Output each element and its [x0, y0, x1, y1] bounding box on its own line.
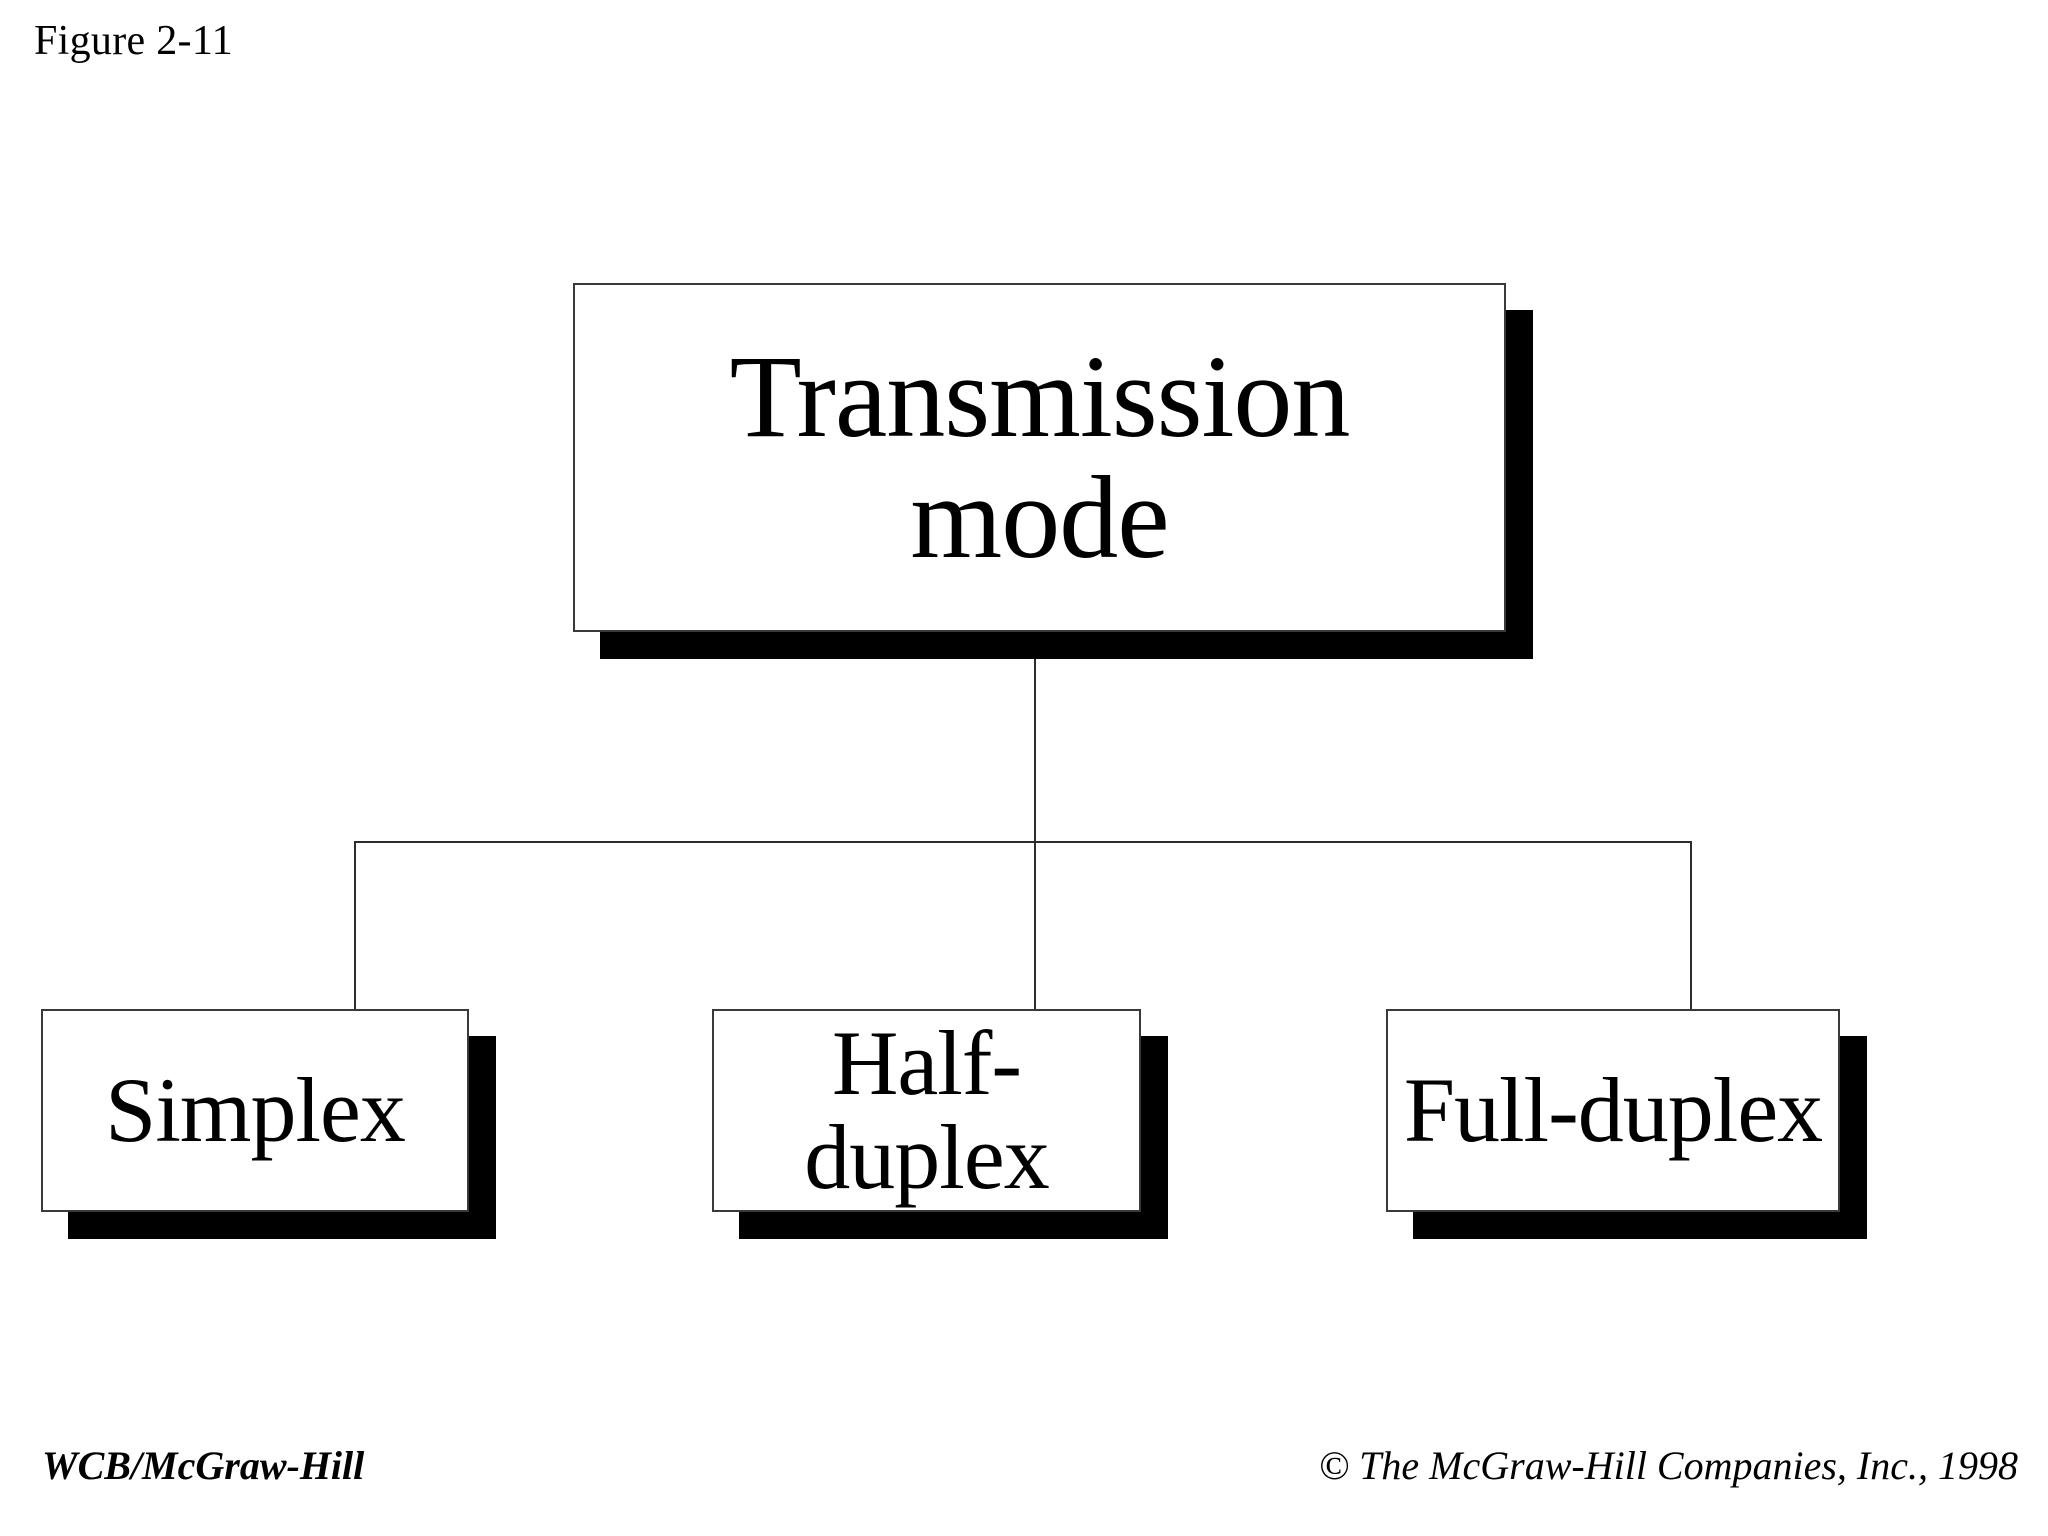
node-face: Half-duplex	[712, 1009, 1141, 1212]
connector-drop-simplex	[354, 841, 356, 1011]
node-full-duplex: Full-duplex	[1386, 1009, 1867, 1239]
footer-copyright: © The McGraw-Hill Companies, Inc., 1998	[1318, 1443, 2018, 1488]
footer-publisher: WCB/McGraw-Hill	[42, 1443, 365, 1488]
node-transmission-mode: Transmission mode	[573, 283, 1533, 659]
connector-drop-full-duplex	[1690, 841, 1692, 1011]
connector-root-trunk	[1034, 632, 1036, 843]
node-face: Full-duplex	[1386, 1009, 1840, 1212]
node-label-simplex: Simplex	[105, 1058, 406, 1161]
node-face: Simplex	[41, 1009, 469, 1212]
figure-label: Figure 2-11	[34, 18, 233, 64]
connector-drop-half-duplex	[1034, 841, 1036, 1011]
node-face: Transmission mode	[573, 283, 1506, 632]
node-half-duplex: Half-duplex	[712, 1009, 1168, 1239]
node-label-half-duplex: Half-duplex	[804, 1011, 1049, 1208]
node-simplex: Simplex	[41, 1009, 496, 1239]
node-label-full-duplex: Full-duplex	[1403, 1058, 1823, 1161]
node-label-transmission-mode: Transmission mode	[729, 331, 1351, 583]
connector-horizontal-bus	[354, 841, 1692, 843]
